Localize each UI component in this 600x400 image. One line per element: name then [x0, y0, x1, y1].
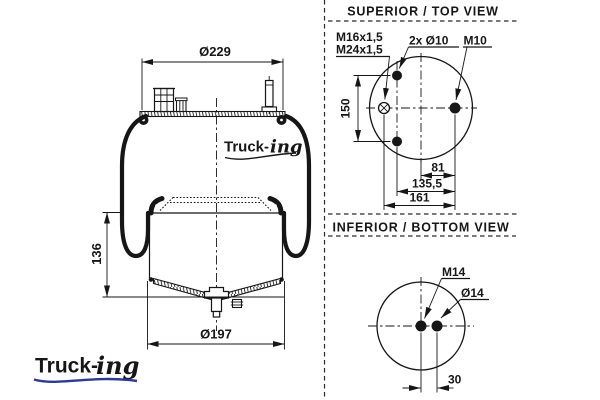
hole-top: [392, 70, 402, 81]
dim-150: 150: [339, 75, 391, 142]
dim-150-text: 150: [339, 98, 353, 118]
top-view: SUPERIOR / TOP VIEW M16x1,5 M24x1,5 2x Ø…: [336, 5, 499, 210]
label-m24: M24x1,5: [336, 43, 383, 57]
bottom-stud-m14: [210, 297, 223, 318]
piston: [148, 196, 284, 318]
bellows: [119, 113, 312, 259]
stud-m10-dot: [449, 102, 461, 114]
pin-d14-dot: [431, 320, 443, 332]
stud-m14-dot: [415, 320, 427, 332]
dim-30: 30: [402, 332, 462, 393]
side-view: Ø229: [33, 44, 312, 383]
label-holes: 2x Ø10: [398, 34, 459, 69]
dim-136: 136: [89, 212, 284, 298]
label-m14-text: M14: [442, 265, 466, 279]
hole-bottom: [392, 136, 402, 147]
dim-229: Ø229: [141, 44, 284, 110]
small-stud: [175, 97, 188, 113]
clamp-right: [267, 196, 284, 216]
brand-word-color: Truck-: [35, 355, 98, 378]
clamp-left-hole: [155, 204, 158, 207]
tall-stud: [261, 76, 278, 114]
air-port-symbol: [377, 101, 391, 115]
label-d14: Ø14: [440, 286, 489, 319]
label-m10-text: M10: [464, 34, 488, 48]
bottom-view: INFERIOR / BOTTOM VIEW M14 Ø14 30: [332, 221, 509, 393]
bottom-view-title: INFERIOR / BOTTOM VIEW: [332, 221, 509, 235]
label-2x-d10: 2x Ø10: [409, 34, 449, 48]
top-view-title: SUPERIOR / TOP VIEW: [347, 5, 499, 19]
brand-suffix: ing: [270, 137, 303, 158]
panel-separators: [323, 0, 520, 400]
dim-229-text: Ø229: [199, 44, 231, 59]
bottom-pin-d14: [230, 298, 244, 309]
brand-word: Truck-: [224, 139, 269, 156]
top-plate: [138, 76, 287, 125]
dim-135-text: 135,5: [412, 177, 442, 191]
bead-right-hole: [280, 118, 283, 122]
stud-boss: [203, 286, 230, 299]
clamp-left: [148, 196, 165, 216]
dim-136-text: 136: [89, 243, 104, 265]
label-d14-text: Ø14: [461, 286, 484, 300]
brand-logo-color: Truck- ing: [33, 351, 139, 383]
brand-swoosh-color: [33, 377, 138, 383]
top-plate-strip: [139, 110, 286, 118]
dim-161-text: 161: [409, 191, 429, 205]
dim-81-text: 81: [431, 161, 445, 175]
brand-logo-mono: Truck- ing: [224, 137, 303, 160]
air-fitting: [153, 87, 175, 113]
dim-chain: 81 135,5 161: [383, 114, 456, 210]
label-port: M16x1,5 M24x1,5: [336, 30, 390, 100]
label-m10: M10: [455, 34, 492, 101]
piston-bead-left: [148, 277, 154, 282]
dim-197-text: Ø197: [200, 327, 232, 342]
brand-suffix-color: ing: [96, 351, 139, 380]
dim-197: Ø197: [147, 281, 285, 350]
label-m14: M14: [424, 265, 470, 319]
dim-30-text: 30: [448, 373, 462, 387]
label-m16: M16x1,5: [336, 30, 383, 44]
brand-swoosh: [224, 152, 297, 160]
clamp-right-hole: [274, 204, 277, 207]
